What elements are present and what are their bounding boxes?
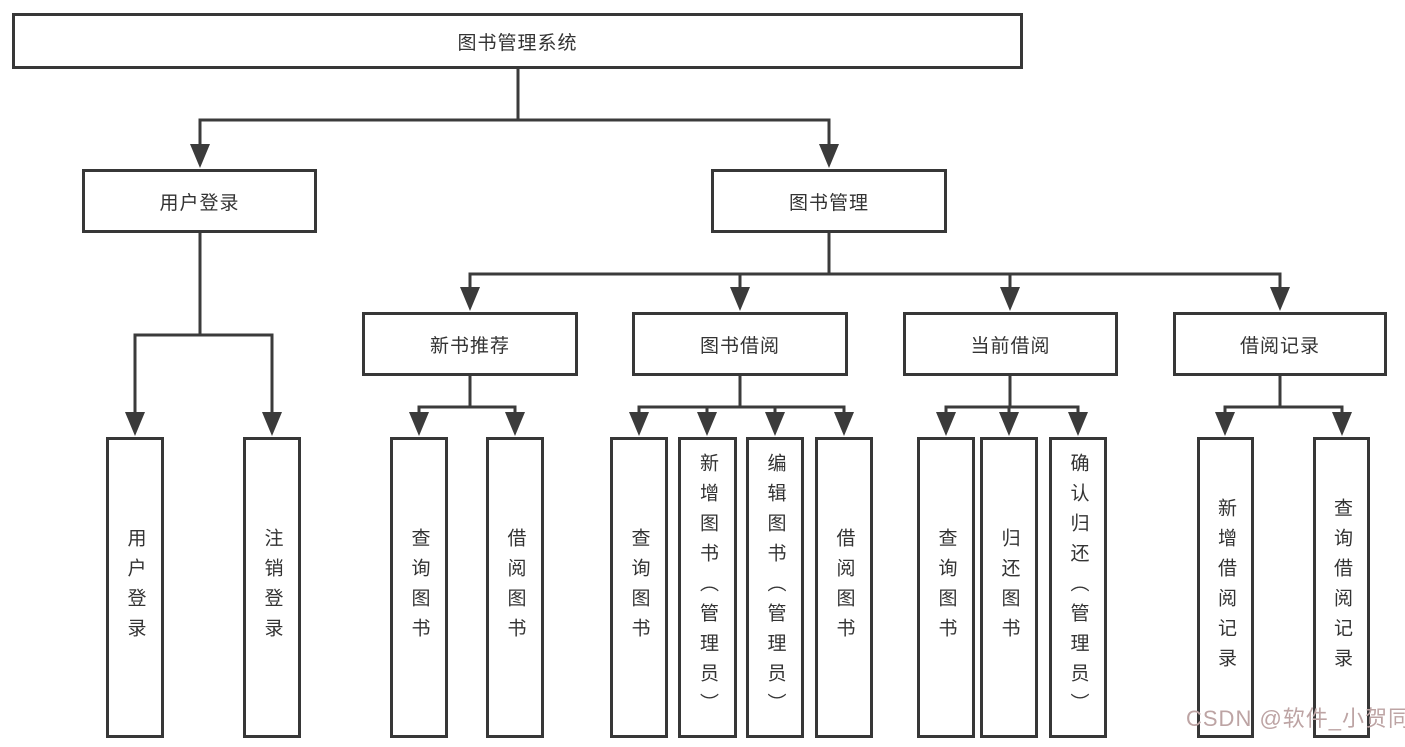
node-book-borrow: 图书借阅 [632,312,848,376]
leaf-label: 查询借阅记录 [1331,497,1352,678]
node-root: 图书管理系统 [12,13,1023,69]
leaf-label: 新增图书（管理员） [697,452,718,723]
csdn-watermark: CSDN @软件_小贺同学 [1186,706,1405,731]
leaf-label: 查询图书 [935,527,957,648]
node-current-borrow: 当前借阅 [903,312,1118,376]
leaf-edit-book-admin: 编辑图书（管理员） [746,437,804,738]
leaf-borrow-books-recommend: 借阅图书 [486,437,544,738]
leaf-label: 编辑图书（管理员） [764,452,786,723]
leaf-label: 注销登录 [261,527,283,648]
leaf-user-login: 用户登录 [106,437,164,738]
leaf-confirm-return-admin: 确认归还（管理员） [1049,437,1107,738]
leaf-query-books-recommend: 查询图书 [390,437,448,738]
leaf-label: 查询图书 [408,527,430,648]
leaf-label: 归还图书 [998,527,1020,648]
node-user-login: 用户登录 [82,169,317,233]
leaf-label: 新增借阅记录 [1215,497,1236,678]
leaf-query-books-current: 查询图书 [917,437,975,738]
leaf-label: 用户登录 [124,527,146,648]
leaf-query-books-borrow: 查询图书 [610,437,668,738]
node-borrow-records: 借阅记录 [1173,312,1387,376]
node-book-management: 图书管理 [711,169,947,233]
leaf-add-book-admin: 新增图书（管理员） [678,437,737,738]
node-new-book-recommend: 新书推荐 [362,312,578,376]
leaf-label: 确认归还（管理员） [1067,452,1089,723]
leaf-add-borrow-record: 新增借阅记录 [1197,437,1254,738]
leaf-borrow-books: 借阅图书 [815,437,873,738]
leaf-logout: 注销登录 [243,437,301,738]
leaf-label: 查询图书 [628,527,650,648]
arrowheads [125,144,1352,436]
leaf-label: 借阅图书 [504,527,526,648]
leaf-return-books: 归还图书 [980,437,1038,738]
leaf-query-borrow-record: 查询借阅记录 [1313,437,1370,738]
leaf-label: 借阅图书 [833,527,855,648]
